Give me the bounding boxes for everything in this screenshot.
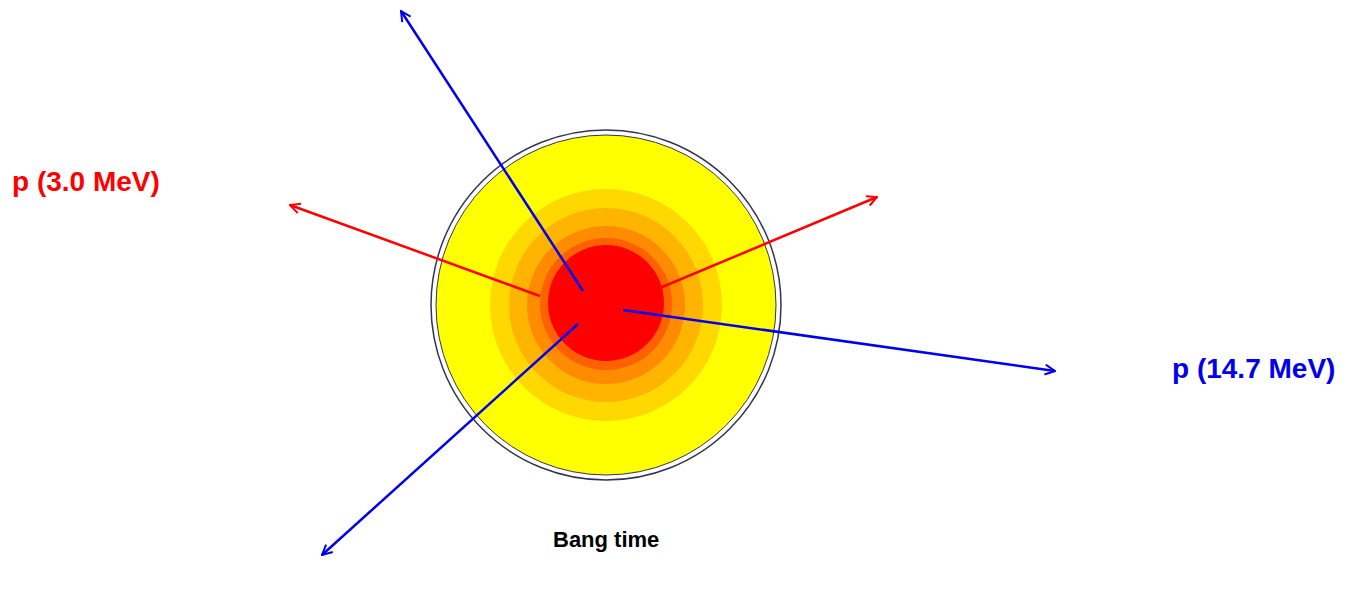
time-label: Bang time <box>553 527 659 553</box>
proton-energy-label: p (14.7 MeV) <box>1172 353 1335 385</box>
proton-energy-label: p (3.0 MeV) <box>12 166 160 198</box>
